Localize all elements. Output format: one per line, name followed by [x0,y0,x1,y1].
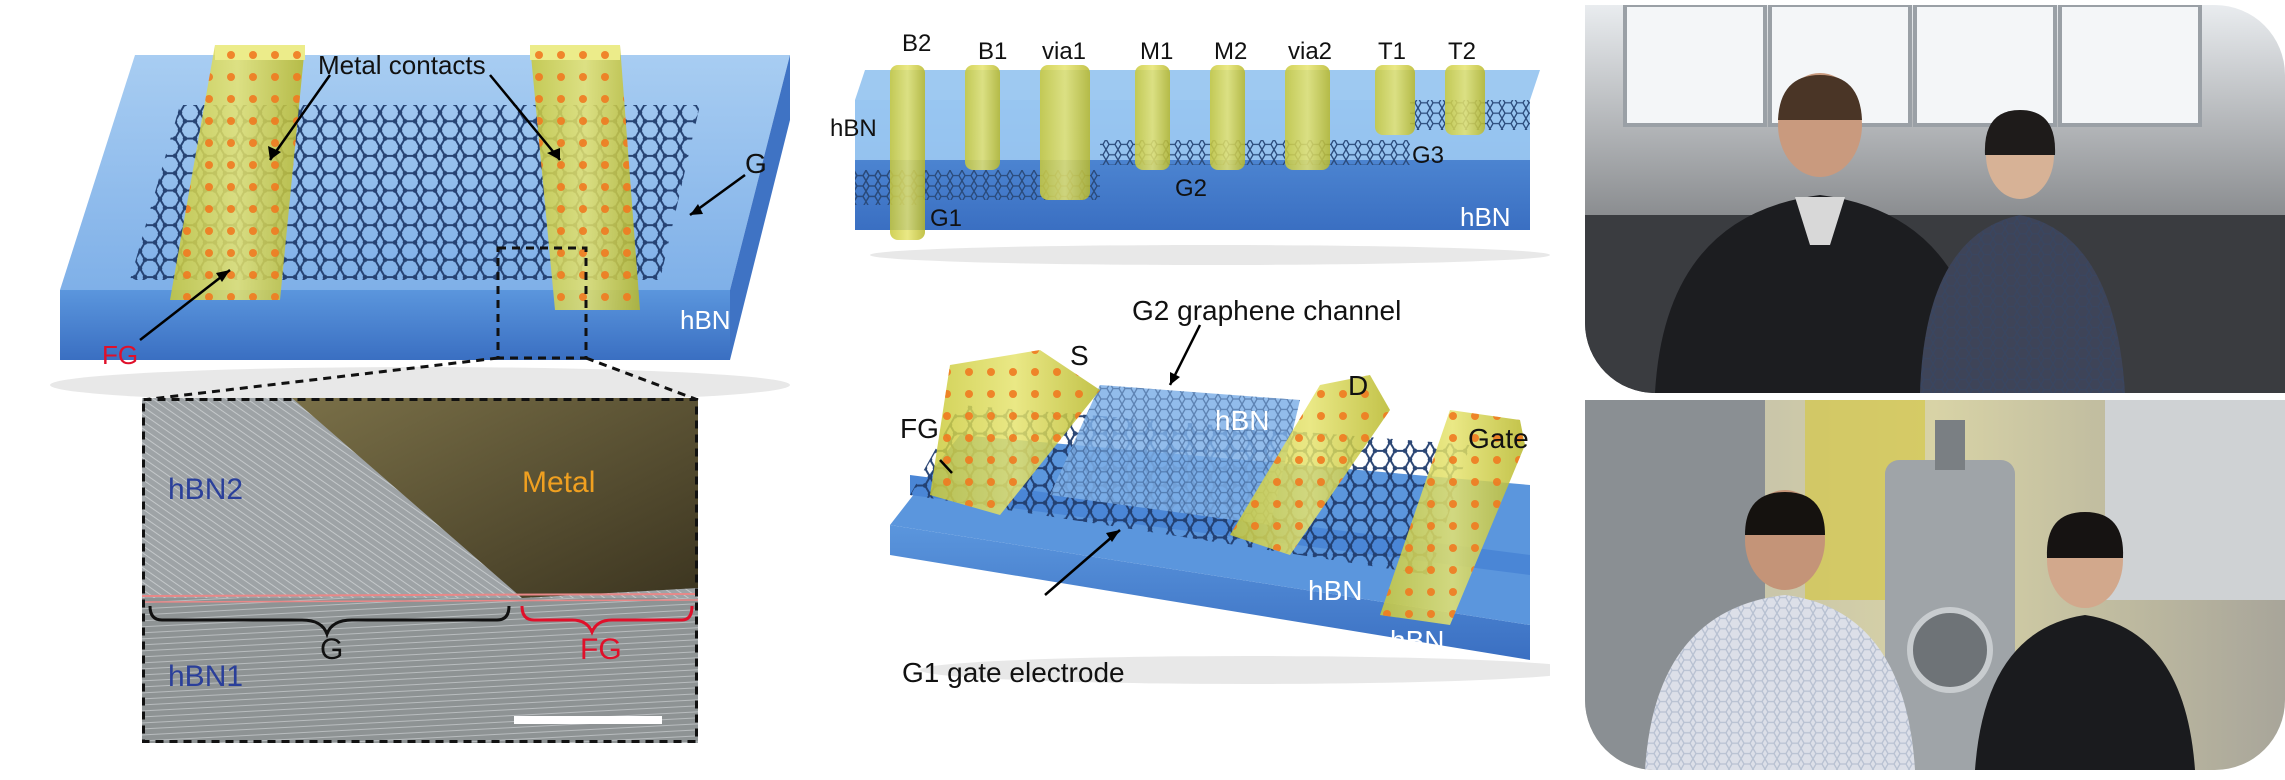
contact-s [930,350,1100,515]
contact-d [1230,375,1390,555]
tem-svg [142,398,698,743]
label-gate: Gate [1468,423,1529,454]
panel-c-transistor: G2 graphene channel S D FG Gate hBN hBN … [870,295,1550,715]
photo-lab-top [1585,5,2285,393]
brace-fg [520,605,694,636]
label-hbn-bottom: hBN [1390,625,1445,656]
label-gate-electrode: G1 gate electrode [902,657,1125,688]
arrow-gate-electrode [1044,529,1121,596]
label-b-hbn-right: hBN [1460,202,1511,232]
person-1-body [1655,195,1985,393]
label-m2: M2 [1214,38,1248,65]
label-via1: via1 [1042,38,1087,65]
label-channel: G2 graphene channel [1132,295,1402,326]
label-g2: G2 [1175,175,1208,202]
label-hbn2: hBN2 [168,473,244,506]
photo-lab-bottom [1585,400,2285,770]
label-metal-contacts: Metal contacts [318,50,486,80]
photo-top-svg [1585,5,2285,393]
label-m1: M1 [1140,38,1174,65]
label-b-hbn-left: hBN [830,115,877,142]
label-g: G [745,148,767,179]
label-g3: G3 [1412,142,1445,169]
panel-c-svg [890,324,1550,684]
tem-metal-region [292,398,698,598]
arrow-metal-right [489,74,561,161]
graphene-g2 [1100,140,1410,165]
person-4-body [1975,615,2195,770]
label-hbn-mid: hBN [1308,575,1363,606]
label-metal: Metal [522,466,596,499]
panel-b-svg [855,65,1550,265]
label-via2: via2 [1288,38,1333,65]
zoom-box [496,246,588,360]
panel-tem: hBN2 Metal G FG hBN1 [142,398,698,743]
contact-gate [1380,410,1525,625]
arrow-fg [139,269,231,341]
hbn-bottom [890,525,1530,660]
label-tem-fg: FG [580,633,622,666]
arrow-metal-left [268,74,332,161]
label-d: D [1348,370,1369,401]
label-c-fg: FG [900,413,939,444]
label-hbn1: hBN1 [168,660,244,693]
label-t2: T2 [1448,38,1477,65]
label-b1: B1 [978,38,1008,65]
metal-contact-left [170,45,305,300]
panel-a-schematic: Metal contacts G FG hBN [0,0,800,400]
label-b2: B2 [902,30,932,57]
panel-b-stack: B2 B1 via1 M1 M2 via2 T1 T2 hBN hBN G1 G… [830,30,1550,270]
panel-a-svg [50,45,790,400]
scale-bar [514,716,662,724]
label-hbn-top: hBN [1215,405,1270,436]
photo-bottom-svg [1585,400,2285,770]
label-g1: G1 [930,205,963,232]
contacts-b [890,65,1485,240]
label-tem-g: G [320,633,344,666]
label-hbn: hBN [680,305,731,335]
label-t1: T1 [1378,38,1407,65]
label-s: S [1070,340,1089,371]
brace-g [148,605,511,639]
label-fg: FG [102,340,139,370]
metal-contact-right [530,45,640,310]
